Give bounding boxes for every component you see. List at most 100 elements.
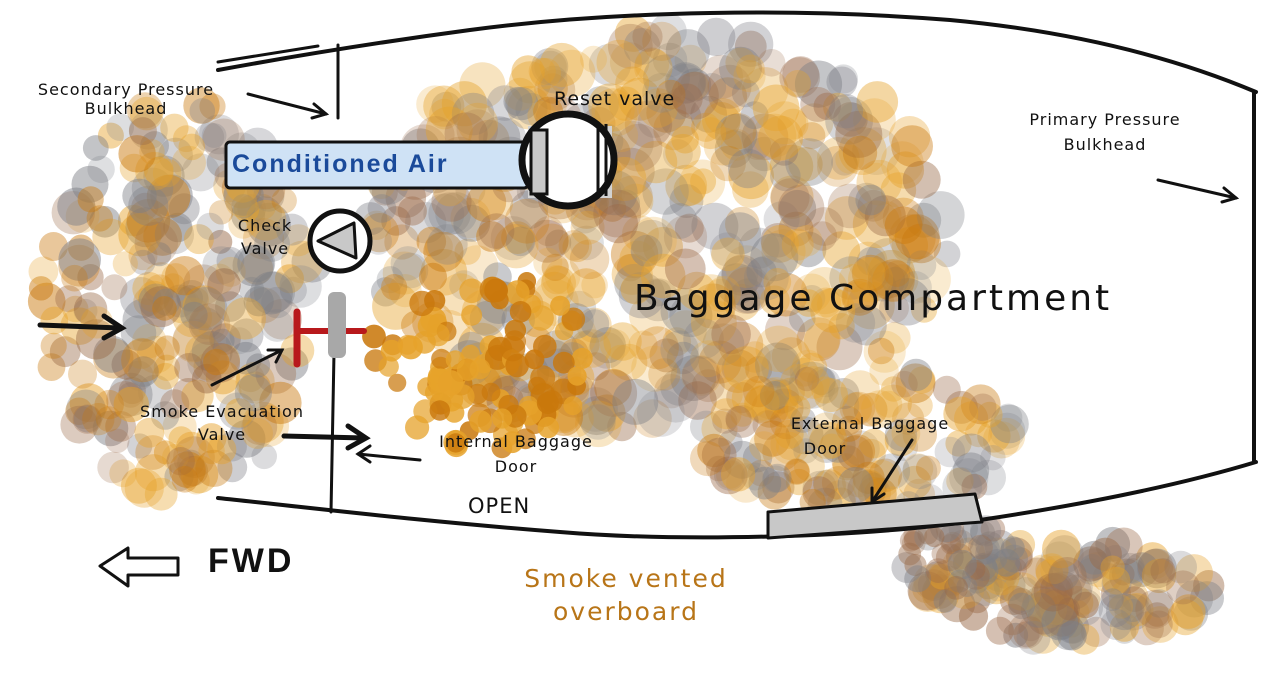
smoke-puff [708, 77, 748, 116]
smoke-puff [752, 84, 800, 132]
smoke-puff [160, 273, 186, 298]
smoke-puff [1008, 547, 1033, 572]
smoke-puff [798, 122, 826, 150]
smoke-puff [251, 443, 277, 470]
smoke-puff [1035, 559, 1064, 587]
smoke-puff [1171, 594, 1206, 629]
smoke-puff [952, 551, 977, 575]
secondary-bulkhead-arrow [246, 92, 328, 116]
smoke-puff [194, 122, 225, 152]
smoke-evacuation-valve-label: Smoke Evacuation Valve [140, 402, 304, 444]
smoke-puff [831, 445, 865, 479]
smoke-puff [1003, 572, 1042, 611]
smoke-puff [210, 328, 235, 353]
smoke-puff [392, 252, 429, 289]
smoke-puff [879, 322, 911, 354]
smoke-puff [423, 193, 465, 235]
smoke-puff [986, 579, 1009, 602]
smoke-puff [65, 397, 93, 426]
baggage-compartment-label: Baggage Compartment [634, 278, 1113, 319]
smoke-puff [726, 463, 766, 503]
smoke-puff [588, 43, 632, 86]
smoke-puff [947, 569, 971, 593]
external-baggage-door-label: External Baggage Door [790, 414, 950, 458]
smoke-puff [135, 151, 174, 191]
smoke-puff [966, 554, 999, 587]
smoke-puff [969, 393, 997, 421]
smoke-puff [1101, 568, 1132, 599]
smoke-puff [580, 404, 616, 440]
smoke-puff [743, 375, 775, 408]
smoke-puff [184, 287, 209, 312]
smoke-puff [793, 438, 819, 464]
smoke-puff [691, 202, 739, 250]
smoke-puff [802, 470, 838, 506]
smoke-puff [561, 307, 586, 331]
smoke-puff [58, 238, 101, 281]
smoke-puff [884, 424, 917, 457]
smoke-puff [158, 137, 193, 173]
smoke-puff [826, 66, 858, 98]
smoke-puff [769, 137, 799, 166]
smoke-puff [891, 552, 923, 583]
smoke-puff [1109, 612, 1139, 642]
smoke-puff [1072, 591, 1099, 619]
smoke-puff [201, 123, 227, 148]
smoke-puff [1167, 599, 1204, 636]
smoke-puff [705, 455, 732, 482]
smoke-puff [238, 371, 271, 404]
smoke-puff [612, 378, 659, 425]
smoke-puff [423, 231, 464, 272]
smoke-puff [728, 153, 774, 200]
smoke-puff [965, 420, 993, 448]
smoke-puff [660, 330, 699, 369]
smoke-puff [813, 92, 841, 121]
smoke-puff [842, 391, 876, 425]
smoke-puff [828, 378, 860, 410]
smoke-puff [534, 50, 567, 84]
smoke-puff [505, 226, 536, 257]
smoke-puff [1164, 550, 1197, 584]
smoke-puff [720, 128, 753, 161]
smoke-puff [867, 337, 895, 365]
smoke-puff [906, 202, 942, 238]
smoke-puff [123, 360, 154, 391]
smoke-puff [163, 212, 193, 243]
smoke-puff [505, 87, 539, 121]
smoke-puff [242, 401, 284, 443]
smoke-puff [73, 292, 108, 326]
smoke-puff [82, 135, 109, 161]
smoke-puff [614, 263, 654, 304]
smoke-puff [945, 430, 972, 457]
smoke-puff [774, 419, 804, 449]
smoke-puff [828, 64, 859, 94]
smoke-puff [1135, 589, 1175, 629]
smoke-puff [1060, 615, 1084, 638]
smoke-puff [980, 516, 1006, 542]
smoke-puff [821, 466, 856, 500]
smoke-puff [162, 443, 189, 471]
smoke-puff [970, 565, 997, 591]
smoke-puff [757, 49, 786, 77]
smoke-puff [865, 238, 911, 284]
smoke-puff [1060, 620, 1085, 644]
smoke-puff [94, 389, 124, 420]
smoke-puff [1073, 546, 1109, 582]
smoke-puff [134, 417, 165, 448]
smoke-puff [728, 148, 768, 189]
smoke-puff [431, 181, 472, 222]
smoke-puff [218, 392, 256, 430]
smoke-puff [536, 391, 559, 414]
smoke-puff [989, 412, 1026, 449]
smoke-puff [598, 204, 639, 244]
smoke-puff [589, 327, 626, 364]
secondary-bulkhead-label: Secondary Pressure Bulkhead [37, 80, 215, 118]
forward-arrow-icon [98, 546, 180, 588]
smoke-puff [524, 349, 545, 370]
smoke-puff [397, 334, 418, 355]
smoke-puff [544, 258, 581, 295]
smoke-puff [913, 564, 949, 600]
smoke-puff [928, 563, 955, 590]
smoke-puff [778, 211, 814, 247]
smoke-puff [92, 218, 129, 256]
